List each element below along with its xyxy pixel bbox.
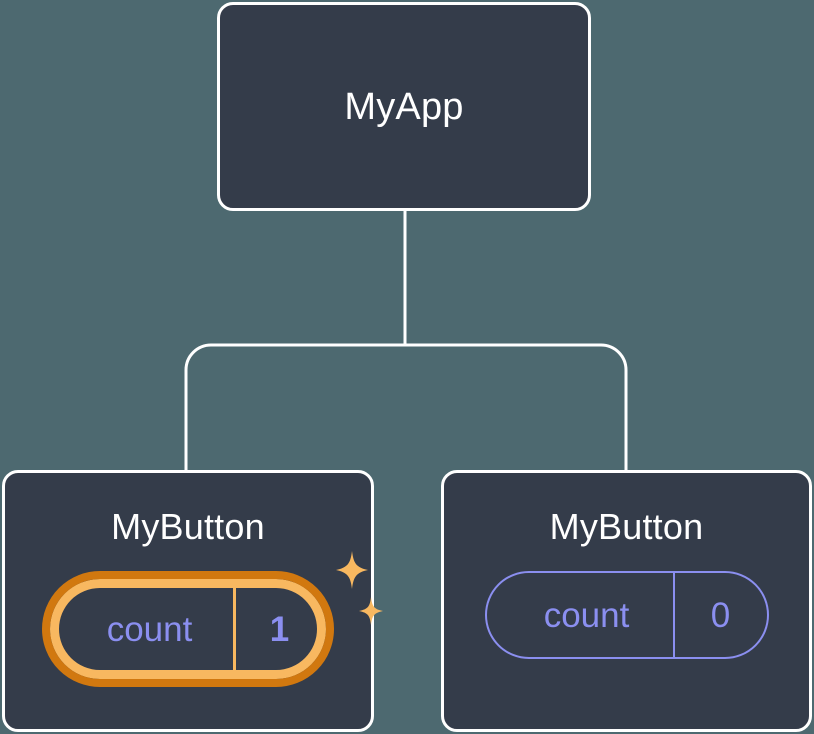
state-pill-left[interactable]: count 1: [42, 571, 334, 687]
node-myapp[interactable]: MyApp: [217, 2, 591, 211]
state-value-right: 0: [672, 573, 767, 657]
sparkle-large-icon: [336, 551, 368, 589]
node-mybutton-right[interactable]: MyButton count 0: [441, 470, 812, 732]
node-myapp-title: MyApp: [344, 85, 464, 128]
state-pill-right[interactable]: count 0: [484, 571, 769, 659]
state-key-left: count: [106, 609, 193, 649]
state-value-left: 1: [233, 579, 326, 679]
connector-branch-left: [184, 343, 405, 470]
node-mybutton-right-title: MyButton: [549, 506, 704, 547]
node-mybutton-left-title: MyButton: [111, 506, 265, 547]
connector-branch-right: [405, 343, 628, 470]
state-key-right: count: [543, 595, 630, 635]
state-pill-right-wrap: count 0: [484, 571, 769, 659]
state-pill-left-wrap: count 1: [42, 551, 383, 687]
node-mybutton-left[interactable]: MyButton count 1: [2, 470, 383, 732]
